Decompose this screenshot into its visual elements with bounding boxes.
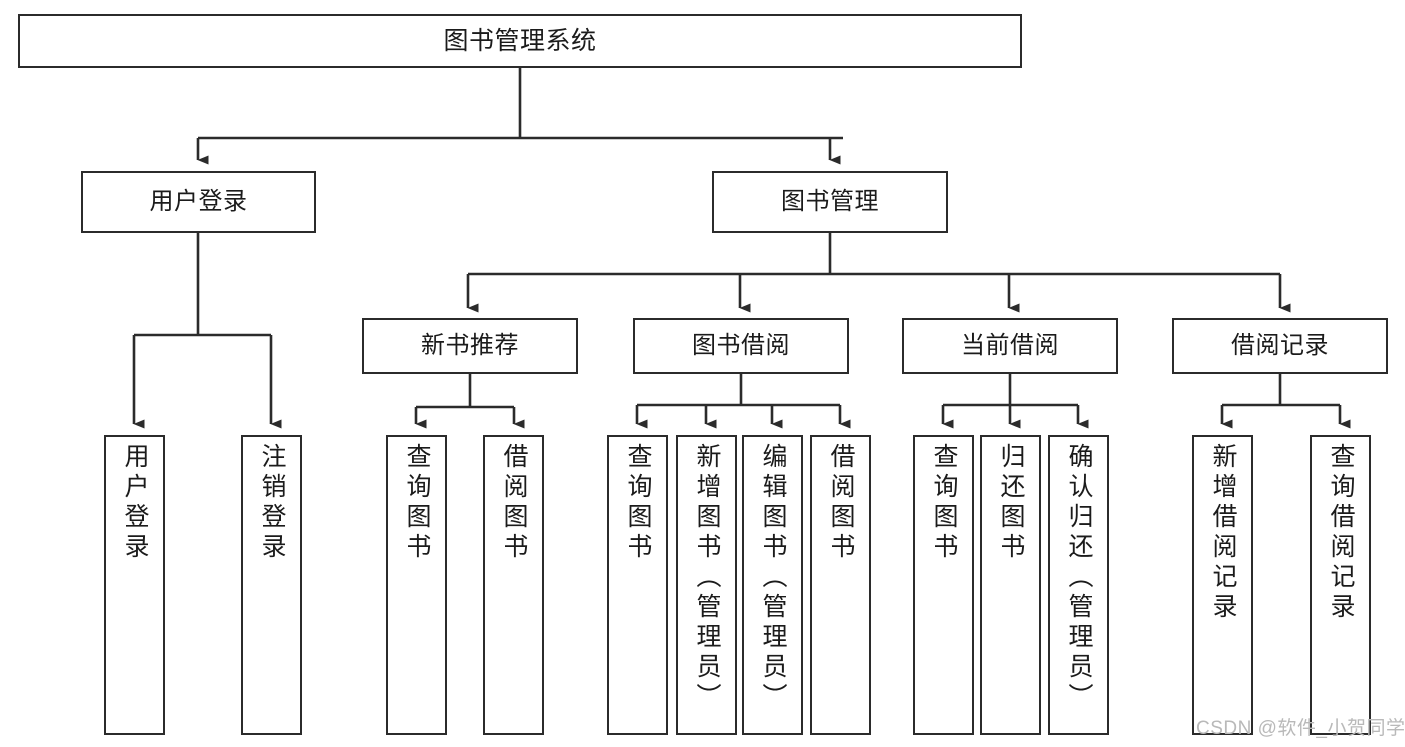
node-label: 新增借阅记录 (1209, 443, 1237, 623)
node-leaf-query-borrow-record[interactable]: 查询借阅记录 (1310, 435, 1371, 735)
node-label: 编辑图书（管理员） (759, 443, 787, 713)
node-label: 图书管理 (781, 187, 879, 215)
watermark-text: CSDN @软件_小贺同学 (1196, 718, 1405, 739)
node-leaf-return-book[interactable]: 归还图书 (980, 435, 1041, 735)
node-label: 查询借阅记录 (1327, 443, 1355, 623)
node-leaf-query-book-current[interactable]: 查询图书 (913, 435, 974, 735)
node-label: 查询图书 (403, 443, 431, 563)
node-leaf-borrow-book-recommend[interactable]: 借阅图书 (483, 435, 544, 735)
node-label: 查询图书 (930, 443, 958, 563)
node-leaf-logout[interactable]: 注销登录 (241, 435, 302, 735)
node-label: 查询图书 (624, 443, 652, 563)
node-label: 注销登录 (258, 443, 286, 563)
node-user-login[interactable]: 用户登录 (81, 171, 316, 233)
node-leaf-query-book-recommend[interactable]: 查询图书 (386, 435, 447, 735)
node-label: 图书借阅 (692, 331, 790, 359)
node-leaf-confirm-return-admin[interactable]: 确认归还（管理员） (1048, 435, 1109, 735)
node-borrow-record[interactable]: 借阅记录 (1172, 318, 1388, 374)
node-label: 借阅记录 (1231, 331, 1329, 359)
node-book-borrow[interactable]: 图书借阅 (633, 318, 849, 374)
node-label: 用户登录 (149, 187, 248, 215)
node-label: 用户登录 (121, 443, 149, 563)
node-book-management[interactable]: 图书管理 (712, 171, 948, 233)
node-label: 图书管理系统 (443, 27, 597, 55)
node-label: 借阅图书 (827, 443, 855, 563)
node-label: 确认归还（管理员） (1065, 443, 1093, 713)
node-leaf-borrow-book[interactable]: 借阅图书 (810, 435, 871, 735)
node-leaf-edit-book-admin[interactable]: 编辑图书（管理员） (742, 435, 803, 735)
node-leaf-add-borrow-record[interactable]: 新增借阅记录 (1192, 435, 1253, 735)
node-label: 借阅图书 (500, 443, 528, 563)
node-leaf-user-login[interactable]: 用户登录 (104, 435, 165, 735)
node-label: 新增图书（管理员） (693, 443, 721, 713)
node-new-book-recommend[interactable]: 新书推荐 (362, 318, 578, 374)
node-label: 当前借阅 (961, 331, 1059, 359)
node-root-system[interactable]: 图书管理系统 (18, 14, 1022, 68)
node-label: 新书推荐 (421, 331, 519, 359)
node-leaf-add-book-admin[interactable]: 新增图书（管理员） (676, 435, 737, 735)
node-label: 归还图书 (997, 443, 1025, 563)
node-current-borrow[interactable]: 当前借阅 (902, 318, 1118, 374)
node-leaf-query-book-borrow[interactable]: 查询图书 (607, 435, 668, 735)
